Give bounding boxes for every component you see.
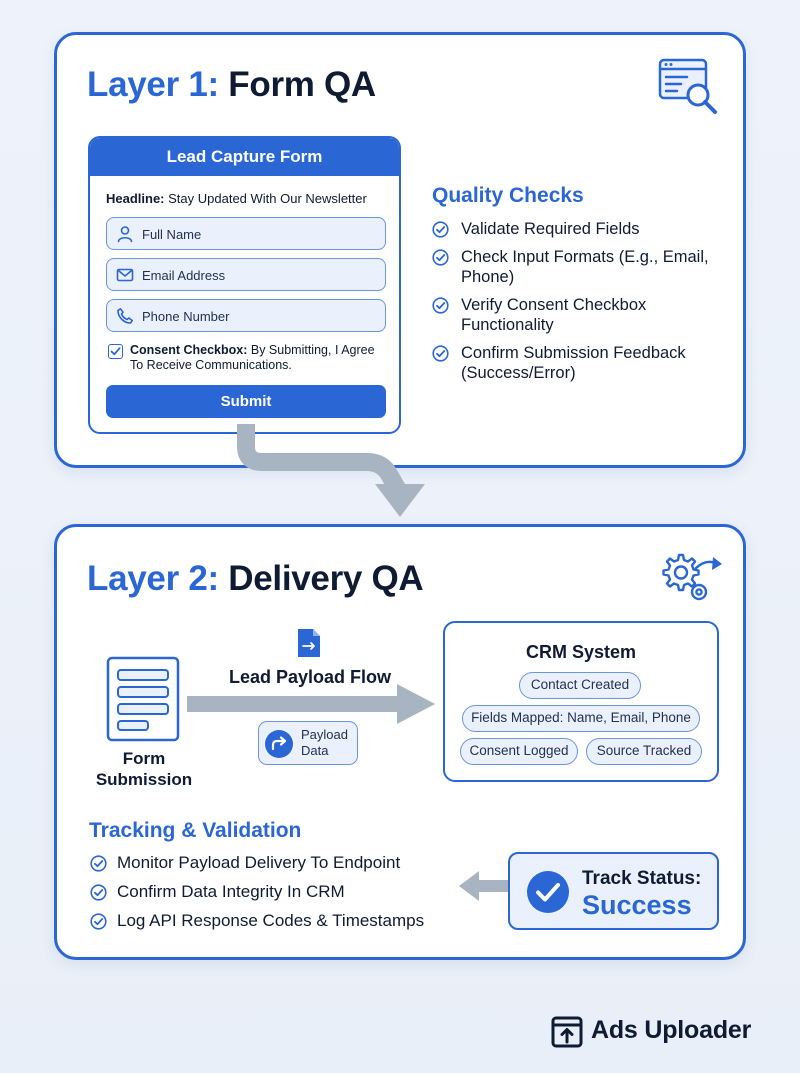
payload-flow-arrow (187, 684, 435, 724)
consent-text: Consent Checkbox: By Submitting, I Agree… (130, 343, 388, 373)
track-status-value: Success (582, 890, 692, 920)
tracking-item: Log API Response Codes & Timestamps (90, 911, 424, 931)
layer1-title: Layer 1: Form QA (87, 65, 376, 105)
lead-capture-form: Lead Capture Form Headline: Stay Updated… (88, 136, 401, 434)
tracking-validation-heading: Tracking & Validation (89, 819, 302, 842)
quality-check-text: Validate Required Fields (461, 220, 640, 238)
phone-number-field[interactable]: Phone Number (106, 299, 386, 332)
form-document-icon (106, 656, 180, 742)
tracking-item-text: Log API Response Codes & Timestamps (117, 911, 425, 930)
quality-check-text: Check Input Formats (E.g., Email, Phone) (461, 248, 709, 286)
phone-number-placeholder: Phone Number (142, 309, 230, 324)
layer2-card: Layer 2: Delivery QA Form Submission Lea… (54, 524, 746, 960)
browser-search-icon (658, 58, 717, 114)
gear-arrow-icon (662, 553, 722, 601)
crm-tag-source-tracked: Source Tracked (586, 738, 702, 765)
layer-connector-arrow (237, 424, 425, 517)
lead-payload-flow-label: Lead Payload Flow (229, 667, 392, 687)
phone-icon (117, 308, 133, 324)
check-circle-icon (432, 345, 449, 362)
tracking-item-text: Monitor Payload Delivery To Endpoint (117, 853, 401, 872)
track-status-card: Track Status: Success (508, 852, 719, 930)
mail-icon (116, 268, 134, 282)
quality-check-item: Verify Consent Checkbox Functionality (432, 295, 732, 335)
quality-check-item: Check Input Formats (E.g., Email, Phone) (432, 247, 732, 287)
email-address-field[interactable]: Email Address (106, 258, 386, 291)
email-address-placeholder: Email Address (142, 268, 226, 283)
quality-check-item: Confirm Submission Feedback (Success/Err… (432, 343, 732, 383)
tracking-item-text: Confirm Data Integrity In CRM (117, 882, 345, 901)
headline-text: Stay Updated With Our Newsletter (168, 191, 367, 206)
layer2-title-text: Delivery QA (228, 559, 424, 598)
brand-name: Ads Uploader (591, 1016, 752, 1044)
crm-title: CRM System (525, 642, 637, 662)
form-submission-label: Form Submission (95, 749, 193, 789)
layer1-title-number: Layer 1: (87, 65, 219, 104)
tracking-item: Confirm Data Integrity In CRM (90, 882, 345, 902)
consent-checkbox[interactable] (108, 344, 123, 359)
consent-description: By Submitting, I Agree To Receive Commun… (130, 343, 375, 372)
headline-label: Headline: (106, 191, 165, 206)
status-back-arrow (459, 871, 509, 901)
check-circle-icon (90, 884, 107, 901)
check-circle-icon (90, 855, 107, 872)
check-circle-icon (432, 249, 449, 266)
layer2-title-number: Layer 2: (87, 559, 219, 598)
quality-checks-heading: Quality Checks (432, 184, 584, 207)
form-headline: Headline: Stay Updated With Our Newslett… (106, 191, 367, 206)
form-header: Lead Capture Form (90, 138, 399, 176)
check-circle-icon (432, 297, 449, 314)
crm-tag-contact-created: Contact Created (519, 672, 641, 699)
checkmark-icon (110, 347, 121, 356)
payload-data-label: Payload Data (301, 727, 348, 758)
layer1-title-text: Form QA (228, 65, 376, 104)
user-icon (117, 226, 133, 243)
check-circle-icon (90, 913, 107, 930)
crm-tag-fields-mapped: Fields Mapped: Name, Email, Phone (462, 705, 700, 732)
file-code-icon (298, 629, 320, 657)
submit-button[interactable]: Submit (106, 385, 386, 418)
quality-check-text: Verify Consent Checkbox Functionality (461, 296, 647, 334)
quality-check-text: Confirm Submission Feedback (Success/Err… (461, 344, 686, 382)
layer1-card: Layer 1: Form QA Lead Capture Form Headl… (54, 32, 746, 468)
forward-arrow-icon (265, 730, 293, 758)
payload-data-badge: Payload Data (258, 721, 358, 765)
full-name-placeholder: Full Name (142, 227, 202, 242)
success-check-icon (527, 871, 569, 913)
track-status-label: Track Status: (582, 868, 702, 889)
upload-box-icon (551, 1016, 583, 1048)
quality-check-item: Validate Required Fields (432, 219, 732, 239)
layer2-title: Layer 2: Delivery QA (87, 559, 424, 599)
tracking-item: Monitor Payload Delivery To Endpoint (90, 853, 400, 873)
consent-label: Consent Checkbox: (130, 343, 248, 357)
check-circle-icon (432, 221, 449, 238)
crm-tag-consent-logged: Consent Logged (460, 738, 578, 765)
crm-system-card: CRM System Contact Created Fields Mapped… (443, 621, 719, 782)
full-name-field[interactable]: Full Name (106, 217, 386, 250)
